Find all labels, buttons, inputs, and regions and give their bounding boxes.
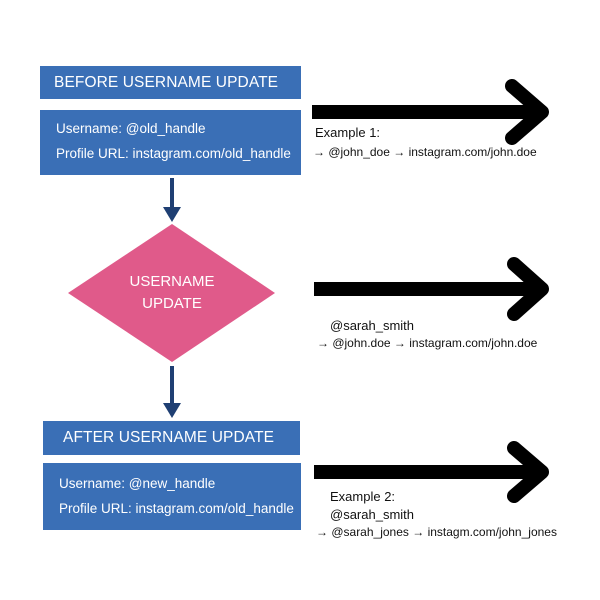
- arrow-middle: [314, 257, 549, 321]
- arrow-top: [312, 79, 549, 145]
- example-top-label: Example 1:: [315, 125, 381, 140]
- before-username-line: Username: @old_handle: [56, 121, 206, 136]
- example-bottom-handle: @sarah_smith: [330, 507, 415, 522]
- after-username-line: Username: @new_handle: [59, 476, 216, 491]
- example-bottom-mapping: → @sarah_jones → instagm.com/john_jones: [316, 525, 557, 539]
- example-top-mapping: → @john_doe → instagram.com/john.doe: [313, 145, 537, 159]
- diamond-label-line1: USERNAME: [129, 273, 215, 290]
- diamond-label-line2: UPDATE: [142, 295, 202, 312]
- connector-before-to-diamond: [163, 178, 181, 222]
- before-url-line: Profile URL: instagram.com/old_handle: [56, 146, 291, 161]
- after-box-title: AFTER USERNAME UPDATE: [43, 421, 300, 455]
- connector-diamond-to-after: [163, 366, 181, 418]
- arrow-bottom: [314, 441, 549, 503]
- after-box-body: Username: @new_handle Profile URL: insta…: [43, 463, 301, 530]
- after-title-text: AFTER USERNAME UPDATE: [63, 429, 275, 446]
- before-title-text: BEFORE USERNAME UPDATE: [54, 73, 279, 91]
- example-middle-handle: @sarah_smith: [330, 318, 415, 333]
- username-update-diamond: [68, 224, 275, 362]
- example-middle-mapping: → @john.doe → instagram.com/john.doe: [317, 336, 538, 350]
- example-bottom-label: Example 2:: [330, 489, 396, 504]
- after-url-line: Profile URL: instagram.com/old_handle: [59, 501, 294, 516]
- diamond-label: USERNAME UPDATE: [92, 271, 252, 315]
- before-box-body: Username: @old_handle Profile URL: insta…: [40, 110, 301, 175]
- before-box-title: BEFORE USERNAME UPDATE: [40, 66, 301, 99]
